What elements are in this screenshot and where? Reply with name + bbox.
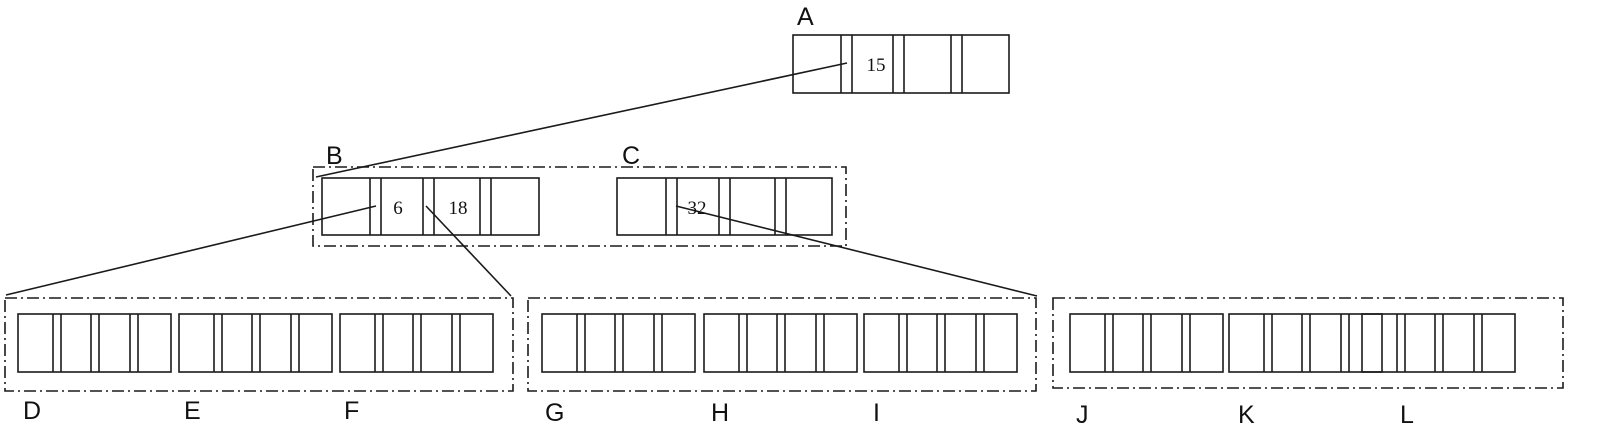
group-frame-jkl <box>1052 297 1564 389</box>
node-h-label: H <box>711 399 729 427</box>
node-g-label: G <box>545 399 564 427</box>
node-d <box>17 313 172 373</box>
node-i-label: I <box>873 399 880 427</box>
edge-a-to-group-bc <box>315 62 848 178</box>
group-frame-def <box>4 297 514 392</box>
edge-b-to-group-def <box>5 205 377 296</box>
node-a <box>792 34 1010 94</box>
node-e-label: E <box>184 397 201 425</box>
node-a-key-1: 15 <box>867 55 886 76</box>
node-c-label: C <box>622 142 640 170</box>
node-b-label: B <box>326 142 343 170</box>
node-k-label: K <box>1238 401 1255 429</box>
node-j-label: J <box>1076 401 1089 429</box>
node-e <box>178 313 333 373</box>
node-b-key-2: 18 <box>449 198 468 219</box>
node-l-label: L <box>1400 401 1414 429</box>
node-b-key-1: 6 <box>393 198 403 219</box>
node-j <box>1069 313 1224 373</box>
node-c <box>616 177 833 236</box>
node-f <box>339 313 494 373</box>
node-i <box>863 313 1018 373</box>
group-frame-bc <box>312 166 847 247</box>
node-k <box>1228 313 1383 373</box>
node-h <box>703 313 858 373</box>
node-l <box>1361 313 1516 373</box>
node-a-label: A <box>797 3 814 31</box>
group-frame-ghi <box>527 297 1037 392</box>
node-f-label: F <box>344 397 359 425</box>
node-d-label: D <box>23 397 41 425</box>
edge-c-to-group-jkl <box>675 205 1038 297</box>
node-b <box>321 177 540 236</box>
edge-b-to-group-ghi <box>425 205 512 297</box>
node-g <box>541 313 696 373</box>
node-c-key-1: 32 <box>688 198 707 219</box>
